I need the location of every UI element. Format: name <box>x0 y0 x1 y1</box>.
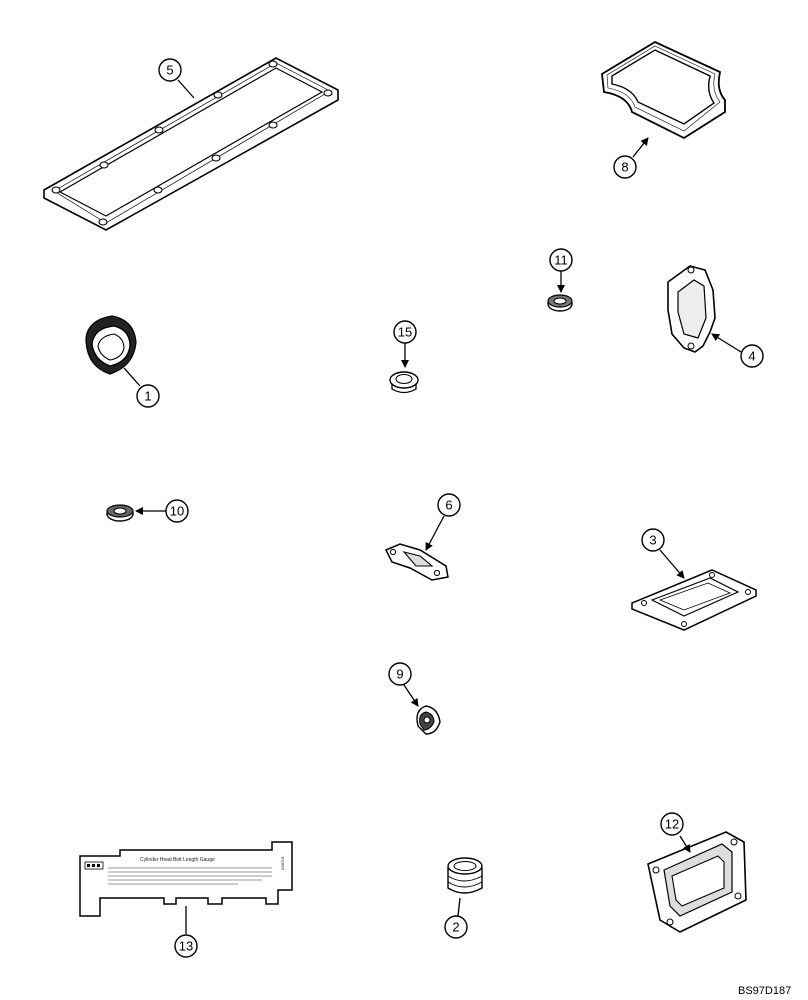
leader-4 <box>711 333 742 353</box>
callout-8-number: 8 <box>621 160 628 175</box>
callout-6-number: 6 <box>445 498 452 513</box>
part-4-manifold-gasket <box>667 265 716 353</box>
gauge-title: Cylinder Head Bolt Length Gauge <box>140 857 215 863</box>
callout-8: 8 <box>613 155 637 179</box>
part-15-plug <box>389 371 419 394</box>
callout-2-number: 2 <box>452 920 459 935</box>
leader-6 <box>425 515 445 551</box>
part-9-clamp <box>416 705 441 735</box>
part-5-rocker-cover-gasket <box>43 57 339 231</box>
part-8-valve-cover-gasket <box>601 40 726 140</box>
callout-4: 4 <box>740 344 764 368</box>
leader-1 <box>123 367 141 387</box>
leader-3 <box>659 549 685 579</box>
callout-9-number: 9 <box>396 667 403 682</box>
callout-13-number: 13 <box>179 939 193 954</box>
callout-3: 3 <box>641 528 665 552</box>
leader-2 <box>457 897 461 917</box>
part-13-bolt-length-gauge: Cylinder Head Bolt Length Gauge A68201 <box>79 841 293 917</box>
callout-5: 5 <box>158 58 182 82</box>
callout-12-number: 12 <box>665 817 679 832</box>
leader-9 <box>403 684 419 707</box>
callout-13: 13 <box>174 934 198 958</box>
callout-11: 11 <box>549 248 573 272</box>
leader-12 <box>679 835 691 853</box>
callout-15-number: 15 <box>398 325 412 340</box>
part-2-cup-plug <box>447 857 483 894</box>
callout-4-number: 4 <box>748 349 755 364</box>
callout-10-number: 10 <box>170 504 184 519</box>
callout-15: 15 <box>393 320 417 344</box>
part-1-oil-seal <box>85 315 137 375</box>
callout-10: 10 <box>165 499 189 523</box>
callout-11-number: 11 <box>554 253 568 268</box>
figure-id: BS97D187 <box>738 985 791 997</box>
leader-5 <box>177 79 195 99</box>
part-11-seal-ring <box>547 294 573 312</box>
callout-5-number: 5 <box>166 63 173 78</box>
gauge-side-code: A68201 <box>280 855 285 870</box>
callout-3-number: 3 <box>649 533 656 548</box>
callout-2: 2 <box>444 915 468 939</box>
callout-12: 12 <box>660 812 684 836</box>
callout-9: 9 <box>388 662 412 686</box>
part-12-exhaust-gasket <box>647 831 747 933</box>
part-10-sealing-washer <box>106 504 134 522</box>
callout-6: 6 <box>437 493 461 517</box>
leader-8 <box>632 137 649 158</box>
callout-1: 1 <box>136 384 160 408</box>
part-3-turbocharger-gasket <box>631 569 757 631</box>
callout-1-number: 1 <box>144 389 151 404</box>
part-6-flange-gasket <box>384 543 449 581</box>
